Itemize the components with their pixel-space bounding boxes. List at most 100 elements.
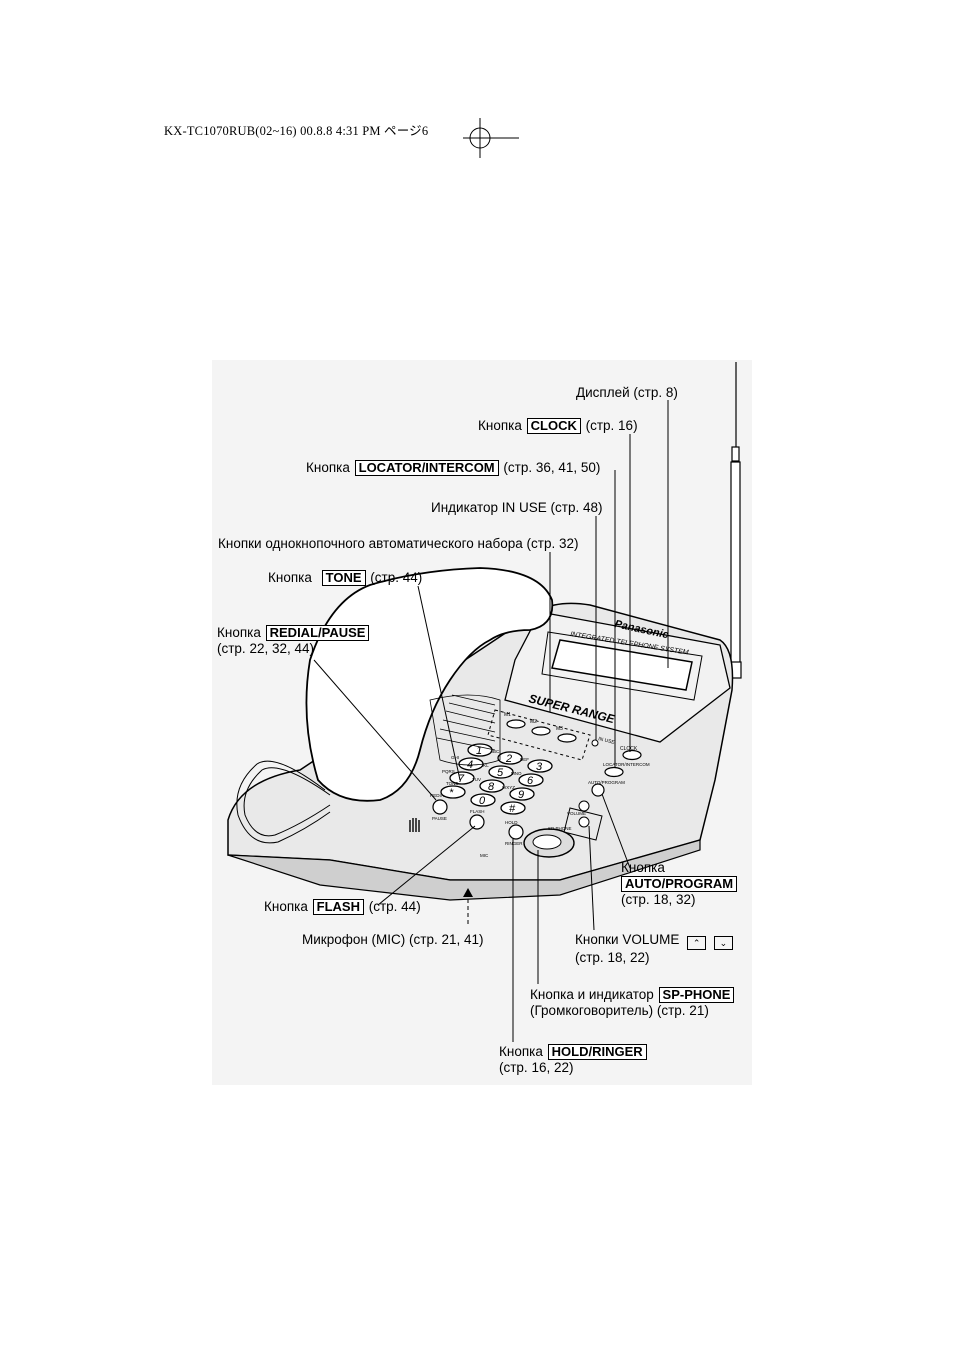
keypad-key-label: 9 [518, 789, 524, 801]
registration-mark-icon [463, 118, 519, 158]
clock-button[interactable] [622, 749, 642, 761]
keypad-key[interactable] [467, 743, 493, 757]
sp-phone-key-label: SP-PHONE [658, 987, 735, 1003]
callout-ref: (стр. 44) [368, 899, 421, 914]
callout-prefix: Кнопка [621, 860, 665, 875]
in-use-label: IN USE [598, 736, 616, 746]
callout-prefix: Кнопка [306, 460, 350, 475]
callout-prefix: Кнопка [268, 570, 312, 585]
in-use-indicator [591, 739, 599, 747]
redial-label: REDIAL [430, 793, 447, 798]
memory-button-m2[interactable] [531, 726, 551, 736]
volume-down-icon: ⌄ [713, 936, 733, 950]
mic-label: MIC [480, 853, 489, 858]
auto-program-callout: Кнопка AUTO/PROGRAM (стр. 18, 32) [621, 860, 738, 908]
volume-label: VOLUME [567, 811, 586, 816]
keypad: 12ABC3DEF4GHI5JKL6MNO7PQRS8TUV9WXYZ*0#TO… [440, 743, 553, 815]
keypad-key[interactable] [470, 793, 496, 807]
callout-ref: (стр. 44) [370, 570, 423, 585]
flash-label: FLASH [470, 809, 485, 814]
locator-key-label: LOCATOR/INTERCOM [354, 460, 499, 476]
callout-ref: (стр. 36, 41, 50) [503, 460, 601, 475]
auto-program-key-label: AUTO/PROGRAM [621, 876, 738, 892]
pause-label: PAUSE [432, 816, 447, 821]
redial-pause-button[interactable] [432, 799, 448, 815]
hold-ringer-key-label: HOLD/RINGER [547, 1044, 647, 1060]
keypad-key-label: 7 [458, 773, 465, 785]
keypad-key[interactable] [488, 765, 514, 779]
tone-key-label: TONE [321, 570, 366, 586]
callout-prefix: Кнопка [217, 625, 261, 640]
keypad-key-label: 6 [527, 775, 534, 787]
memory-button-m3[interactable] [557, 733, 577, 743]
redial-key-label: REDIAL/PAUSE [265, 625, 370, 641]
tone-callout: Кнопка TONE (стр. 44) [268, 570, 422, 586]
clock-label: CLOCK [620, 746, 638, 752]
callout-ref: (стр. 16) [585, 418, 638, 433]
memory-label: M2 [530, 719, 537, 725]
callout-prefix: Кнопка [264, 899, 308, 914]
speaker-icon [409, 818, 420, 832]
keypad-key[interactable] [500, 801, 526, 815]
keypad-key[interactable] [509, 787, 535, 801]
clock-key-label: CLOCK [526, 418, 581, 434]
locator-label: LOCATOR/INTERCOM [603, 762, 650, 767]
sp-phone-callout: Кнопка и индикатор SP-PHONE (Громкоговор… [530, 987, 735, 1019]
keypad-key[interactable] [527, 759, 553, 773]
callout-prefix: Кнопки VOLUME [575, 932, 680, 947]
keypad-key-label: 3 [536, 761, 543, 773]
callout-ref: (стр. 16, 22) [499, 1060, 574, 1075]
keypad-key-label: 1 [476, 745, 482, 757]
onetouch-callout: Кнопки однокнопочного автоматического на… [218, 536, 579, 551]
keypad-key-label: 0 [479, 795, 486, 807]
locator-intercom-button[interactable] [604, 766, 624, 778]
redial-callout: Кнопка REDIAL/PAUSE (стр. 22, 32, 44) [217, 625, 370, 657]
keypad-letter-label: PQRS [442, 769, 455, 774]
keypad-key[interactable] [440, 785, 466, 799]
memory-label: M1 [504, 712, 511, 718]
ringer-label: RINGER [505, 841, 523, 846]
keypad-letter-label: JKL [481, 763, 489, 768]
keypad-letter-label: ABC [490, 749, 500, 754]
callout-prefix: Кнопка [499, 1044, 543, 1059]
print-header: KX-TC1070RUB(02~16) 00.8.8 4:31 PM ページ6 [164, 124, 429, 138]
keypad-key-label: * [449, 787, 454, 799]
keypad-letter-label: MNO [511, 771, 522, 776]
volume-up-button[interactable] [578, 800, 590, 812]
callout-ref: (стр. 18, 22) [575, 950, 650, 965]
volume-callout: Кнопки VOLUME ⌃ ⌄ (стр. 18, 22) [575, 932, 733, 966]
keypad-key-label: 8 [488, 781, 495, 793]
clock-callout: Кнопка CLOCK (стр. 16) [478, 418, 638, 434]
sp-phone-label: SP-PHONE [548, 826, 572, 831]
volume-down-button[interactable] [578, 816, 590, 828]
display-label: Дисплей (стр. 8) [576, 385, 678, 400]
mic-callout: Микрофон (MIC) (стр. 21, 41) [302, 932, 484, 947]
auto-program-label: AUTO/PROGRAM [588, 780, 625, 785]
locator-callout: Кнопка LOCATOR/INTERCOM (стр. 36, 41, 50… [306, 460, 600, 476]
inuse-callout: Индикатор IN USE (стр. 48) [431, 500, 603, 515]
tone-label: TONE [446, 781, 458, 786]
coiled-cord [236, 760, 331, 844]
antenna [726, 362, 742, 679]
memory-buttons [506, 719, 577, 743]
callout-ref: (стр. 22, 32, 44) [217, 641, 314, 656]
leader-lines [313, 400, 669, 1042]
flash-key-label: FLASH [312, 899, 364, 915]
flash-callout: Кнопка FLASH (стр. 44) [264, 899, 421, 915]
keypad-key[interactable] [479, 779, 505, 793]
callout-ref: (стр. 18, 32) [621, 892, 696, 907]
auto-program-button[interactable] [591, 783, 605, 797]
keypad-key[interactable] [518, 773, 544, 787]
base-shadow [227, 839, 701, 901]
memory-button-m1[interactable] [506, 719, 526, 729]
display-window [551, 639, 693, 691]
keypad-letter-label: TUV [472, 777, 481, 782]
callout-ref: (Громкоговоритель) (стр. 21) [530, 1003, 709, 1018]
keypad-key[interactable] [497, 751, 523, 765]
callout-prefix: Кнопка [478, 418, 522, 433]
memory-label: M3 [556, 726, 563, 732]
keypad-key[interactable] [449, 771, 475, 785]
hold-ringer-button[interactable] [508, 824, 524, 840]
flash-button[interactable] [469, 814, 485, 830]
